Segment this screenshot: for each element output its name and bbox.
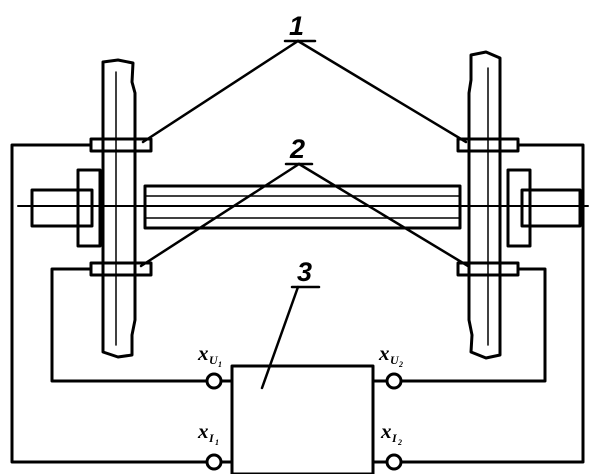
- contact-top-left: [89, 137, 153, 153]
- terminal-label-xi1-sub: I: [208, 431, 215, 445]
- leader-2-right: [297, 162, 470, 268]
- terminal-label-xu2-main: x: [378, 341, 390, 365]
- leader-1-left: [141, 39, 300, 144]
- right-wheel: [467, 50, 502, 360]
- callout-1: 1: [289, 11, 304, 41]
- right-journal: [520, 188, 582, 228]
- terminal-label-xi2-subsub: 2: [397, 438, 402, 447]
- left-wheel: [101, 58, 137, 359]
- terminal-xi1: [205, 453, 223, 471]
- right-hub: [506, 168, 532, 248]
- left-journal: [30, 188, 94, 228]
- terminal-xi2: [385, 453, 403, 471]
- terminal-label-xu2-sub: U: [390, 353, 400, 367]
- voltage-wire-left: [50, 267, 209, 383]
- callout-2: 2: [289, 134, 305, 164]
- terminal-xu1: [205, 372, 223, 390]
- leader-1-right: [296, 39, 468, 144]
- right-wheel-flange: [467, 50, 502, 360]
- callout-3: 3: [297, 257, 312, 287]
- terminal-label-xi2-sub: I: [391, 431, 398, 445]
- terminal-label-xi2-main: x: [380, 419, 392, 443]
- terminal-label-xu2-subsub: 2: [398, 360, 403, 369]
- left-hub: [76, 168, 102, 248]
- current-wire-left: [10, 143, 209, 464]
- axle-shaft: [143, 184, 462, 230]
- voltage-circuit: [50, 267, 547, 383]
- current-circuit: [10, 143, 585, 464]
- leader-3: [260, 285, 300, 390]
- terminals: [205, 372, 403, 471]
- leader-lines: [139, 39, 470, 390]
- terminal-label-xu1-subsub: 1: [218, 360, 222, 369]
- left-wheel-flange: [101, 58, 137, 359]
- measuring-device-box: [230, 364, 375, 474]
- terminal-label-xu1-sub: U: [209, 353, 219, 367]
- terminal-label-xi1-main: x: [197, 419, 209, 443]
- voltage-wire-right: [400, 267, 547, 383]
- terminal-label-xi1-subsub: 1: [215, 438, 219, 447]
- terminal-label-xu1-main: x: [197, 341, 209, 365]
- terminal-label-xi2: x I 2: [380, 419, 402, 447]
- axle: [17, 168, 589, 248]
- leader-2-left: [139, 162, 301, 268]
- terminal-xu2: [385, 372, 403, 390]
- terminal-label-xu1: x U 1: [197, 341, 222, 369]
- terminal-label-xu2: x U 2: [378, 341, 403, 369]
- current-wire-right: [400, 143, 585, 464]
- terminal-label-xi1: x I 1: [197, 419, 219, 447]
